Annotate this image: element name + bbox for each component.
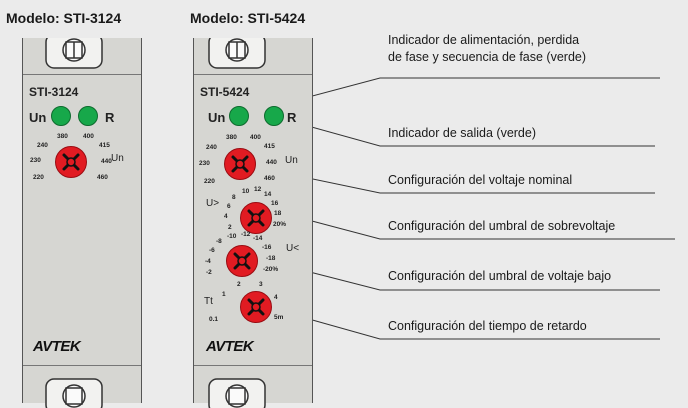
tick-label: 14 bbox=[264, 191, 272, 198]
led-r-indicator bbox=[78, 106, 98, 126]
tick-label: 2 bbox=[237, 281, 241, 288]
annotation-undervoltage: Configuración del umbral de voltaje bajo bbox=[388, 269, 612, 283]
tick-label: 0.1 bbox=[209, 316, 219, 323]
tick-label: 4 bbox=[224, 213, 228, 220]
tick-label: -4 bbox=[205, 258, 211, 265]
tick-label: 3 bbox=[259, 281, 263, 288]
avtek-logo: AVTEK bbox=[206, 338, 254, 355]
tick-label: -6 bbox=[209, 247, 215, 254]
tick-label: 240 bbox=[206, 144, 217, 151]
device-sti-5424: STI-5424 Un R 220 230 240 380 400 415 44… bbox=[193, 38, 313, 408]
led-r-label: R bbox=[105, 110, 115, 125]
tick-label: 240 bbox=[37, 142, 48, 149]
tick-label: -16 bbox=[262, 244, 272, 251]
tick-label: 8 bbox=[232, 194, 236, 201]
knob-un-label: Un bbox=[111, 153, 124, 164]
tick-label: 440 bbox=[101, 158, 112, 165]
led-un-label: Un bbox=[29, 110, 47, 125]
tick-label: -18 bbox=[266, 255, 276, 262]
knob-cross-icon bbox=[233, 252, 251, 270]
knob-undervoltage-label: U< bbox=[286, 243, 300, 254]
tick-label: 380 bbox=[57, 133, 68, 140]
tick-label: 16 bbox=[271, 200, 279, 207]
device-sti-3124: STI-3124 Un R 220 230 240 380 400 415 44… bbox=[22, 38, 142, 408]
tick-label: 400 bbox=[83, 133, 94, 140]
tick-label: 220 bbox=[204, 178, 215, 185]
tick-label: 4 bbox=[274, 294, 278, 301]
annotation-time-delay: Configuración del tiempo de retardo bbox=[388, 319, 587, 333]
annotation-nominal-voltage: Configuración del voltaje nominal bbox=[388, 173, 573, 187]
panel-divider bbox=[23, 74, 141, 75]
tick-label: -20% bbox=[263, 266, 279, 273]
tick-label: 460 bbox=[264, 175, 275, 182]
tick-label: 5m bbox=[274, 314, 284, 321]
avtek-logo: AVTEK bbox=[33, 338, 81, 355]
annotation-overvoltage: Configuración del umbral de sobrevoltaje bbox=[388, 219, 616, 233]
tick-label: 6 bbox=[227, 203, 231, 210]
nominal-voltage-knob[interactable] bbox=[224, 148, 256, 180]
overvoltage-threshold-knob[interactable] bbox=[240, 202, 272, 234]
led-un-label: Un bbox=[208, 110, 226, 125]
led-r-label: R bbox=[287, 110, 297, 125]
left-model-header: Modelo: STI-3124 bbox=[6, 10, 122, 26]
tick-label: 415 bbox=[264, 143, 275, 150]
tick-label: -10 bbox=[227, 233, 237, 240]
annotation-output-indicator: Indicador de salida (verde) bbox=[388, 126, 536, 140]
nominal-voltage-knob[interactable] bbox=[55, 146, 87, 178]
bottom-terminal-icon bbox=[45, 378, 103, 408]
knob-un-label: Un bbox=[285, 155, 298, 166]
tick-label: 230 bbox=[199, 160, 210, 167]
knob-delay-label: Tt bbox=[204, 296, 213, 307]
tick-label: 400 bbox=[250, 134, 261, 141]
tick-label: -14 bbox=[253, 235, 263, 242]
tick-label: -8 bbox=[216, 238, 222, 245]
knob-cross-icon bbox=[247, 298, 265, 316]
tick-label: 10 bbox=[242, 188, 250, 195]
tick-label: 460 bbox=[97, 174, 108, 181]
panel-divider bbox=[194, 74, 312, 75]
knob-cross-icon bbox=[247, 209, 265, 227]
tick-label: -12 bbox=[241, 231, 251, 238]
tick-label: 1 bbox=[222, 291, 226, 298]
top-terminal-icon bbox=[208, 38, 266, 69]
annotation-power-indicator: Indicador de alimentación, perdida de fa… bbox=[388, 33, 587, 64]
undervoltage-threshold-knob[interactable] bbox=[226, 245, 258, 277]
led-r-indicator bbox=[264, 106, 284, 126]
tick-label: 440 bbox=[266, 159, 277, 166]
device-model-label: STI-5424 bbox=[200, 85, 250, 99]
device-model-label: STI-3124 bbox=[29, 85, 79, 99]
panel-divider bbox=[23, 365, 141, 366]
led-un-indicator bbox=[51, 106, 71, 126]
right-model-header: Modelo: STI-5424 bbox=[190, 10, 306, 26]
tick-label: 2 bbox=[228, 224, 232, 231]
tick-label: 230 bbox=[30, 157, 41, 164]
tick-label: 415 bbox=[99, 142, 110, 149]
tick-label: -2 bbox=[206, 269, 212, 276]
tick-label: 18 bbox=[274, 210, 282, 217]
knob-cross-icon bbox=[62, 153, 80, 171]
bottom-terminal-icon bbox=[208, 378, 266, 408]
knob-cross-icon bbox=[231, 155, 249, 173]
tick-label: 20% bbox=[273, 221, 287, 228]
time-delay-knob[interactable] bbox=[240, 291, 272, 323]
tick-label: 12 bbox=[254, 186, 262, 193]
knob-overvoltage-label: U> bbox=[206, 198, 220, 209]
panel-divider bbox=[194, 365, 312, 366]
led-un-indicator bbox=[229, 106, 249, 126]
tick-label: 220 bbox=[33, 174, 44, 181]
top-terminal-icon bbox=[45, 38, 103, 69]
tick-label: 380 bbox=[226, 134, 237, 141]
